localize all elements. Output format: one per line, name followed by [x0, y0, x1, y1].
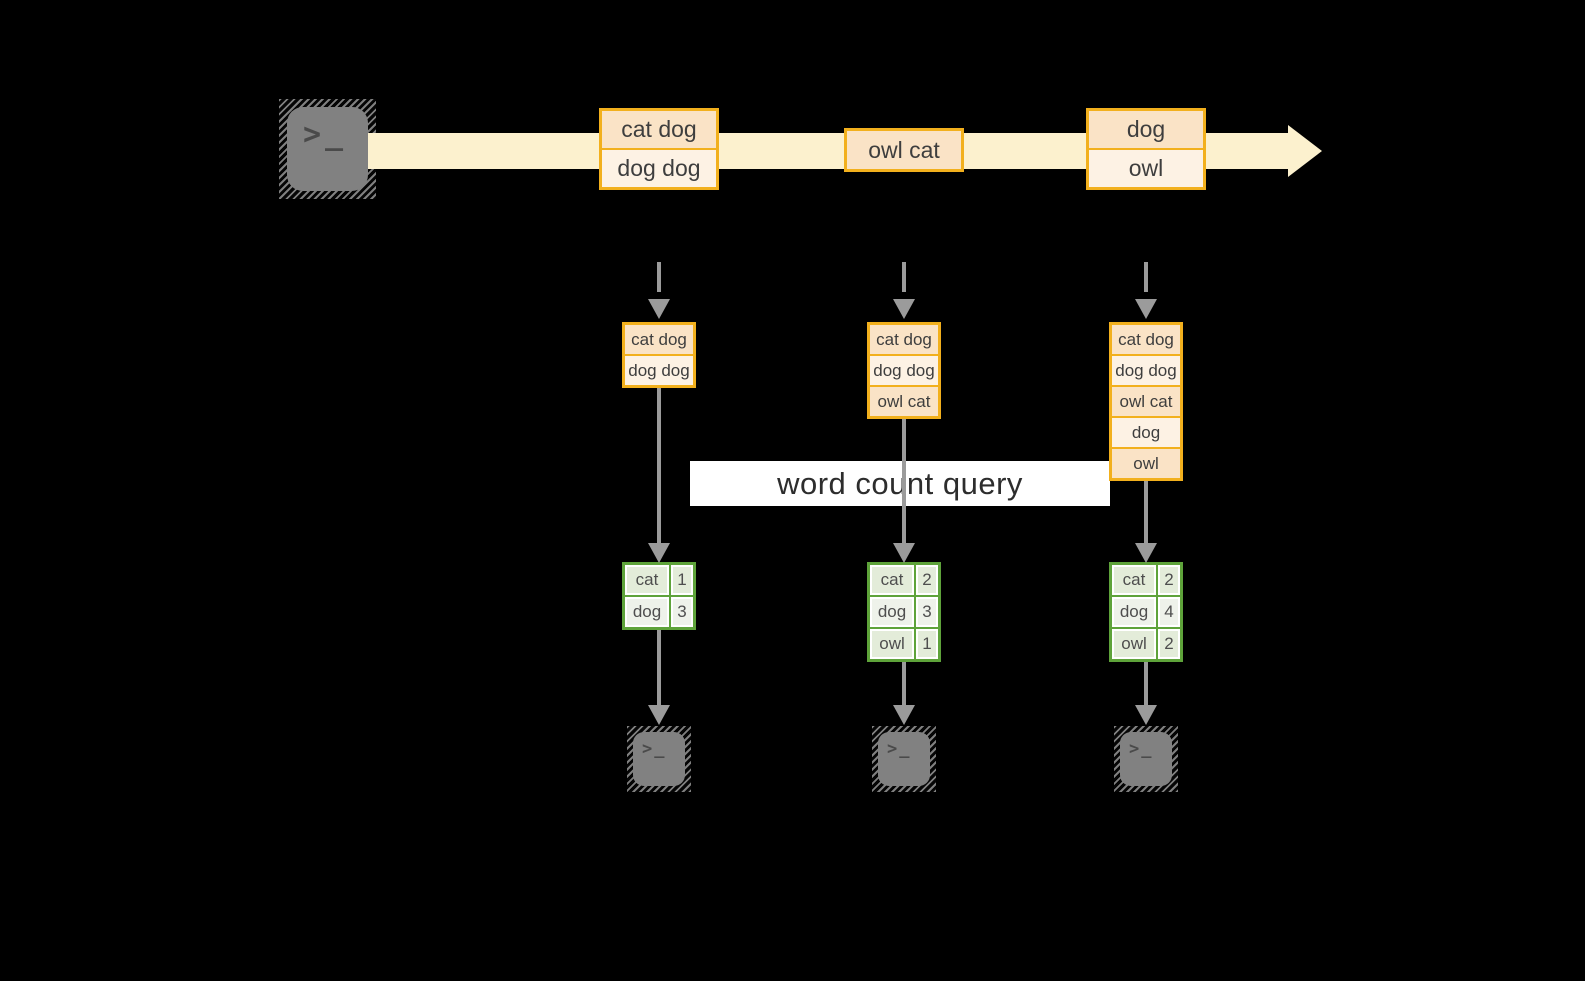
output-arrowhead-icon-2	[893, 705, 915, 725]
query-arrow-2	[902, 419, 906, 544]
ingest-arrowhead-icon-2	[893, 299, 915, 319]
word-cell: cat	[1112, 565, 1156, 595]
query-arrowhead-icon-3	[1135, 543, 1157, 563]
count-cell: 2	[916, 565, 938, 595]
consumer-terminal-icon-1: >_	[627, 726, 691, 792]
state-line: dog	[1112, 416, 1180, 447]
word-count-table-3: cat 2 dog 4 owl 2	[1109, 562, 1183, 662]
state-line: owl cat	[870, 385, 938, 416]
ingest-arrowhead-icon-1	[648, 299, 670, 319]
consumer-terminal-icon-2: >_	[872, 726, 936, 792]
query-label: word count query	[777, 465, 1023, 501]
stream-event-2: owl cat	[844, 128, 964, 172]
ingest-arrow-dash-1	[657, 262, 661, 292]
output-arrow-3	[1144, 662, 1148, 706]
count-cell: 1	[916, 629, 938, 659]
consumer-terminal-icon-3: >_	[1114, 726, 1178, 792]
query-arrowhead-icon-2	[893, 543, 915, 563]
terminal-screen: >_	[1120, 732, 1172, 786]
state-line: owl	[1112, 447, 1180, 478]
terminal-prompt-icon: >_	[303, 117, 348, 152]
output-arrowhead-icon-1	[648, 705, 670, 725]
word-cell: dog	[625, 597, 669, 627]
terminal-screen: >_	[878, 732, 930, 786]
word-cell: cat	[625, 565, 669, 595]
query-label-banner: word count query	[690, 461, 1110, 506]
output-arrowhead-icon-3	[1135, 705, 1157, 725]
state-line: dog dog	[1112, 354, 1180, 385]
stream-event-line: dog dog	[602, 148, 716, 187]
state-line: dog dog	[870, 354, 938, 385]
terminal-screen: >_	[287, 107, 368, 191]
count-cell: 2	[1158, 629, 1180, 659]
stream-event-line: dog	[1089, 111, 1203, 148]
word-cell: dog	[870, 597, 914, 627]
count-cell: 4	[1158, 597, 1180, 627]
ingest-arrowhead-icon-3	[1135, 299, 1157, 319]
stream-arrowhead-icon	[1288, 125, 1322, 177]
output-arrow-1	[657, 630, 661, 706]
count-cell: 3	[671, 597, 693, 627]
word-cell: cat	[870, 565, 914, 595]
stream-event-line: owl cat	[847, 131, 961, 169]
query-arrowhead-icon-1	[648, 543, 670, 563]
query-arrow-1	[657, 388, 661, 544]
producer-terminal-icon: >_	[279, 99, 376, 199]
terminal-prompt-icon: >_	[887, 739, 912, 759]
ingest-arrow-dash-2	[902, 262, 906, 292]
terminal-prompt-icon: >_	[1129, 739, 1154, 759]
state-line: owl cat	[1112, 385, 1180, 416]
terminal-prompt-icon: >_	[642, 739, 667, 759]
count-cell: 3	[916, 597, 938, 627]
word-count-table-2: cat 2 dog 3 owl 1	[867, 562, 941, 662]
state-buffer-3: cat dog dog dog owl cat dog owl	[1109, 322, 1183, 481]
state-buffer-1: cat dog dog dog	[622, 322, 696, 388]
state-line: cat dog	[625, 325, 693, 354]
stream-event-3: dog owl	[1086, 108, 1206, 190]
query-arrow-3	[1144, 481, 1148, 544]
stream-event-line: cat dog	[602, 111, 716, 148]
output-arrow-2	[902, 662, 906, 706]
stream-event-line: owl	[1089, 148, 1203, 187]
word-cell: owl	[870, 629, 914, 659]
count-cell: 2	[1158, 565, 1180, 595]
stream-event-1: cat dog dog dog	[599, 108, 719, 190]
ingest-arrow-dash-3	[1144, 262, 1148, 292]
word-count-table-1: cat 1 dog 3	[622, 562, 696, 630]
terminal-screen: >_	[633, 732, 685, 786]
state-buffer-2: cat dog dog dog owl cat	[867, 322, 941, 419]
count-cell: 1	[671, 565, 693, 595]
state-line: cat dog	[870, 325, 938, 354]
word-cell: dog	[1112, 597, 1156, 627]
word-cell: owl	[1112, 629, 1156, 659]
state-line: cat dog	[1112, 325, 1180, 354]
state-line: dog dog	[625, 354, 693, 385]
